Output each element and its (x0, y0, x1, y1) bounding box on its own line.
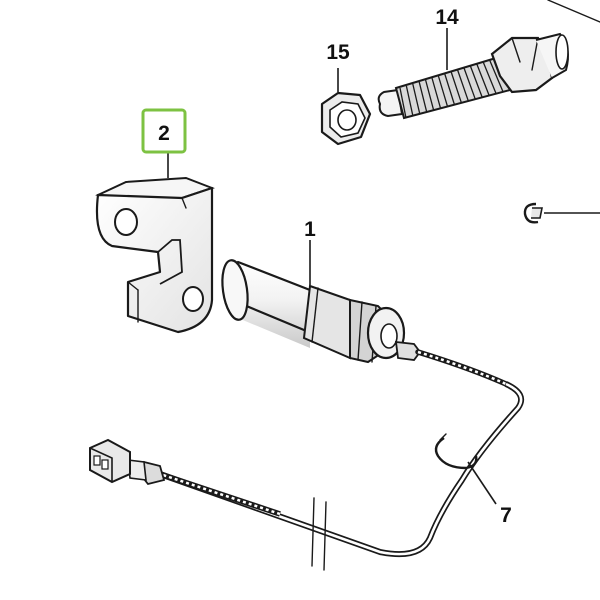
callout-2: 2 (158, 122, 170, 145)
thread-line (469, 65, 483, 98)
thread-line (482, 61, 497, 94)
part-7-cable-clip[interactable] (434, 433, 478, 470)
part-14-threaded-sensor[interactable] (377, 32, 569, 120)
thread-line (489, 59, 504, 93)
callout-7: 7 (500, 504, 512, 527)
callout-15: 15 (326, 41, 350, 64)
break-mark (311, 497, 315, 567)
break-mark (323, 501, 327, 571)
callout-1: 1 (304, 218, 316, 241)
thread-line (444, 73, 456, 106)
edge-line (547, 0, 600, 23)
part-1-cylinder-sensor[interactable] (219, 259, 406, 364)
leader-7 (467, 461, 497, 505)
retaining-clip[interactable] (523, 202, 543, 224)
thread-line (405, 85, 414, 117)
callout-14: 14 (435, 6, 459, 29)
thread-line (450, 71, 463, 104)
thread-line (463, 67, 476, 100)
thread-line (456, 69, 470, 102)
thread-line (476, 63, 490, 96)
thread-line (418, 81, 428, 113)
sensor-cable[interactable] (127, 340, 524, 571)
thread-line (399, 87, 407, 119)
part-2-bracket[interactable] (95, 176, 215, 334)
thread-line (431, 77, 442, 109)
plug-connector[interactable] (89, 438, 131, 484)
part-15-hex-nut[interactable] (320, 91, 372, 146)
thread-line (437, 75, 449, 107)
thread-line (412, 83, 421, 115)
highlight-box (141, 108, 187, 154)
thread-line (424, 79, 435, 111)
